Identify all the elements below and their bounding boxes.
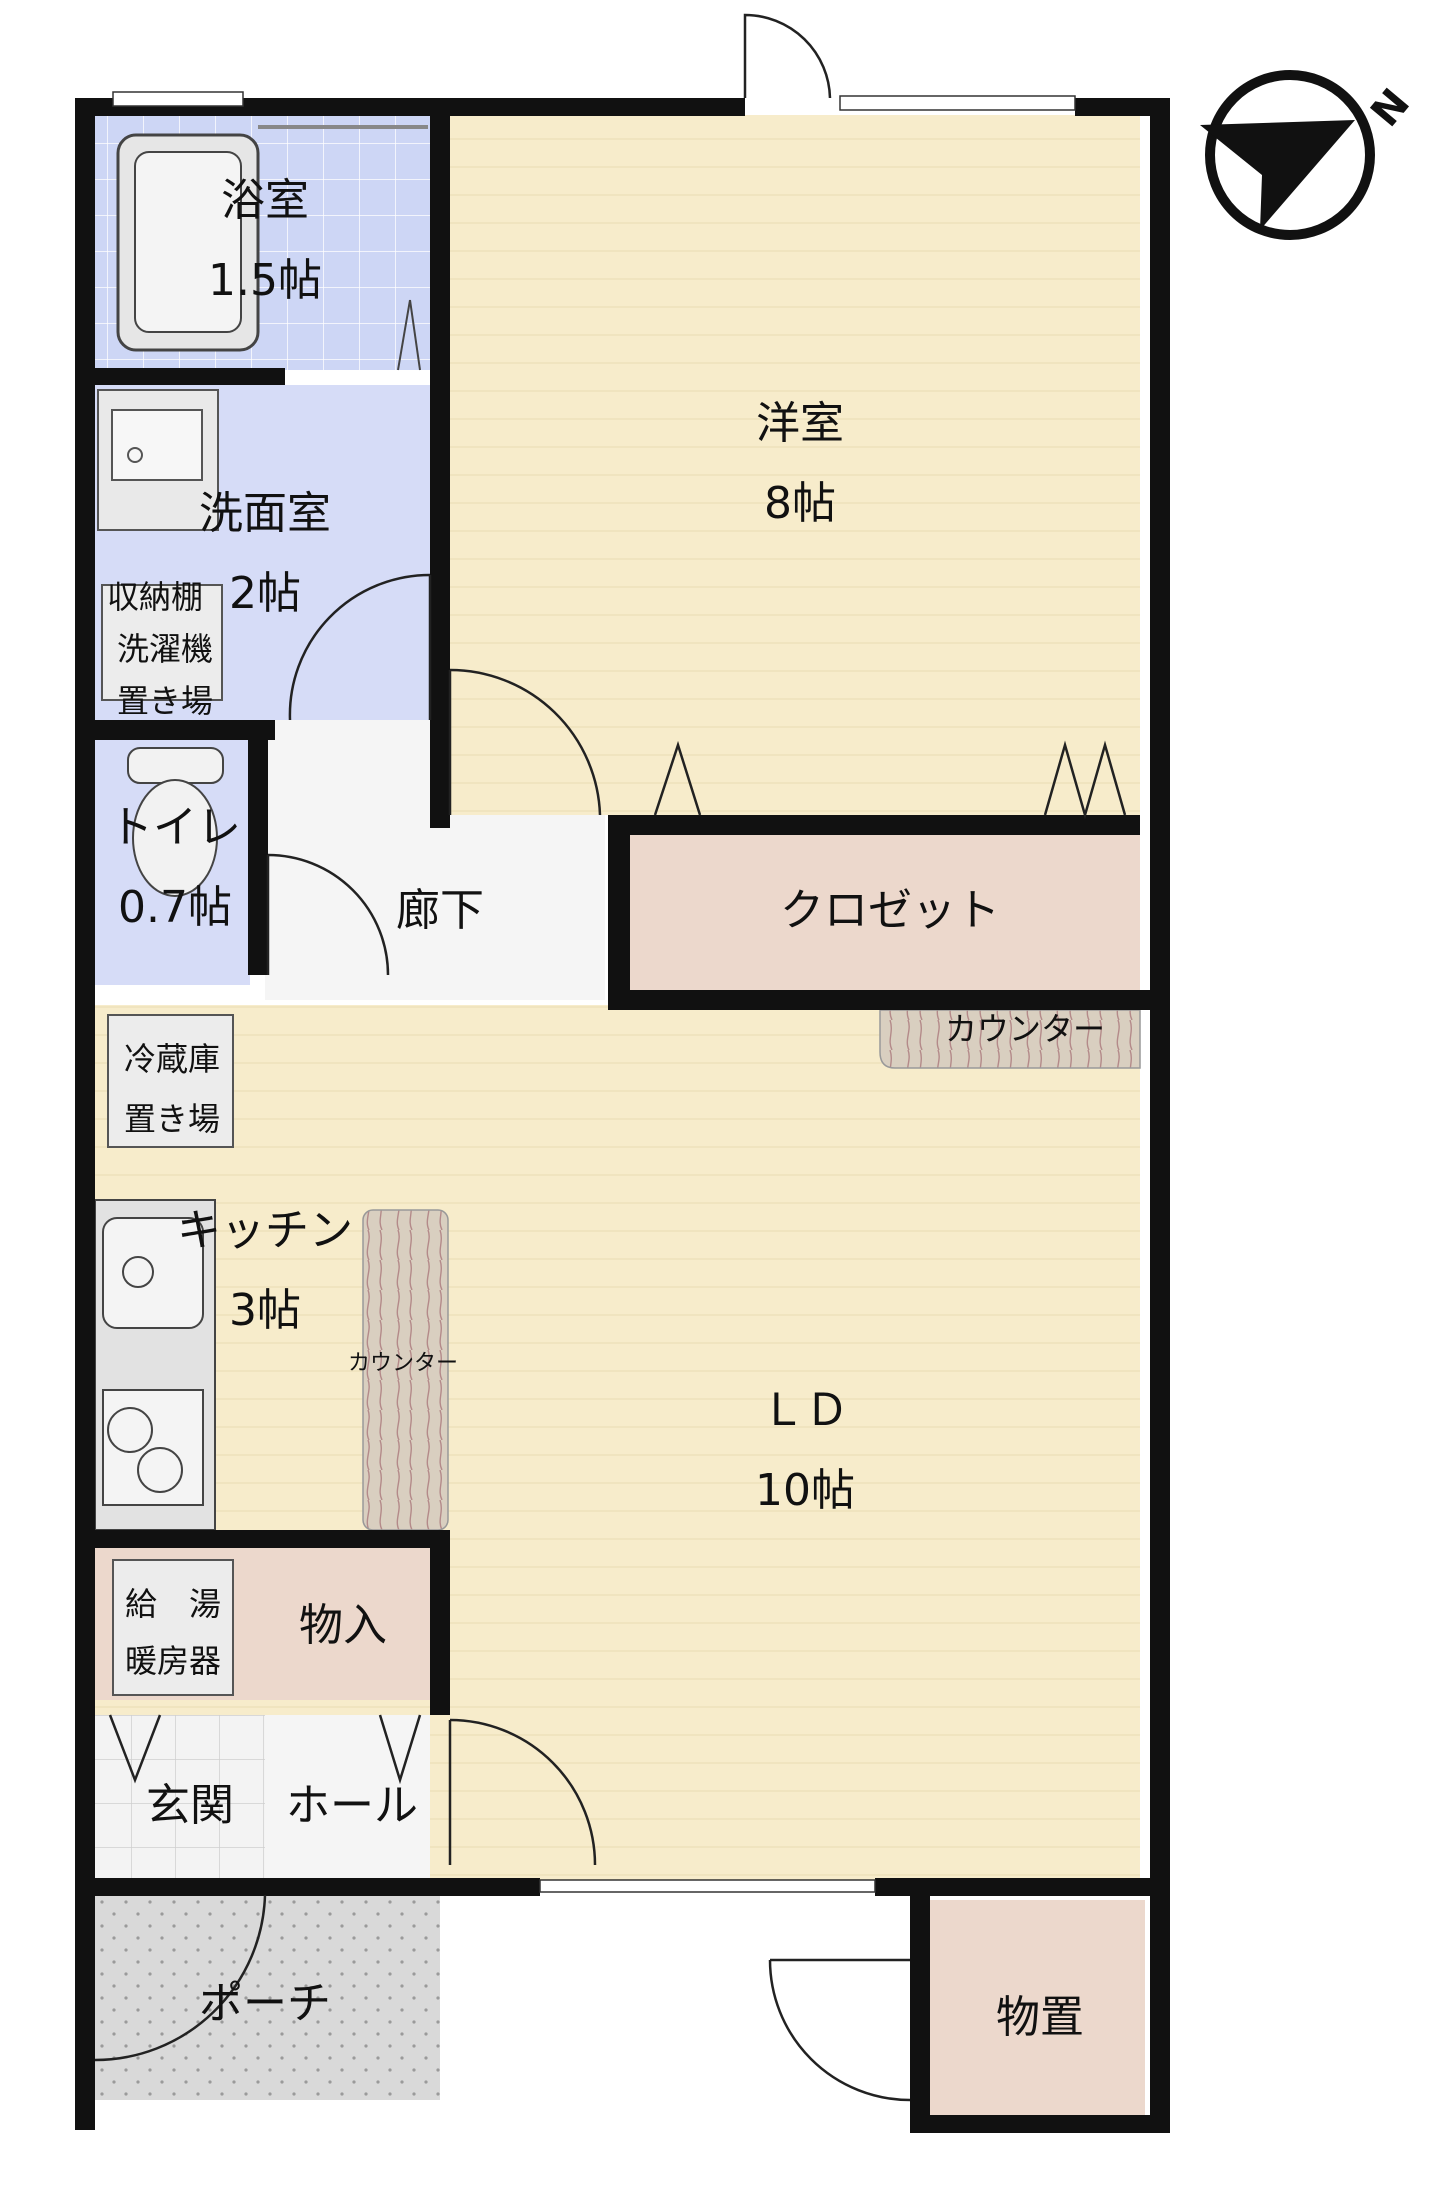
kitchen-size: 3帖: [229, 1285, 301, 1336]
ld-size: 10帖: [755, 1465, 855, 1516]
western-room-name: 洋室: [756, 398, 844, 449]
bath-size: 1.5帖: [208, 255, 322, 306]
top-counter: [879, 1009, 1141, 1069]
compass-north-label: N: [1362, 80, 1419, 135]
walls: [75, 98, 1170, 2133]
water-heater-label-1: 給 湯: [125, 1585, 221, 1623]
washroom-name: 洗面室: [199, 488, 331, 539]
shed-floor: [930, 1900, 1145, 2115]
washer-label-2: 置き場: [117, 682, 213, 720]
water-heater: [112, 1559, 234, 1696]
bath-name: 浴室: [221, 175, 309, 226]
wash-basin: [97, 389, 219, 531]
fridge-label-1: 冷蔵庫: [124, 1040, 220, 1078]
hall-name: ホール: [286, 1780, 418, 1831]
door-leaves: [266, 575, 910, 1962]
shed-name: 物置: [996, 1992, 1084, 2043]
fridge-space: [107, 1014, 234, 1148]
bathtub: [116, 125, 428, 371]
kitchen-name: キッチン: [177, 1205, 353, 1256]
porch-floor: [95, 1895, 440, 2100]
toilet-name: トイレ: [109, 802, 241, 853]
closet-folding-doors: [653, 740, 1127, 820]
top-counter-label: カウンター: [945, 1010, 1105, 1048]
side-counter-label: カウンター: [348, 1351, 458, 1376]
western-room-size: 8帖: [764, 478, 836, 529]
toilet-size: 0.7帖: [118, 882, 232, 933]
storage-folding-doors: [108, 1714, 422, 1785]
compass-arrow: [1200, 120, 1355, 230]
storage-name: 物入: [299, 1600, 387, 1651]
closet-name: クロゼット: [780, 885, 1000, 936]
washer-space: [101, 584, 223, 701]
hall-floor: [265, 1715, 430, 1880]
storage-shelf-label: 収納棚: [107, 578, 203, 616]
doors: [94, 13, 911, 2102]
hallway-name: 廊下: [396, 885, 484, 936]
ld-name: ＬＤ: [761, 1385, 849, 1436]
toilet-bowl: [127, 747, 224, 897]
kitchen-sink-counter: [94, 1199, 216, 1531]
washroom-size: 2帖: [229, 568, 301, 619]
porch-name: ポーチ: [199, 1978, 331, 2029]
western-room-floor: [450, 115, 1140, 815]
closet-floor: [625, 830, 1140, 990]
fridge-label-2: 置き場: [124, 1100, 220, 1138]
entrance-name: 玄関: [146, 1780, 234, 1831]
compass: N: [1200, 70, 1419, 240]
water-heater-label-2: 暖房器: [125, 1642, 221, 1680]
entrance-floor: [95, 1715, 265, 1880]
washer-label-1: 洗濯機: [117, 630, 213, 668]
windows: [112, 91, 1076, 1893]
